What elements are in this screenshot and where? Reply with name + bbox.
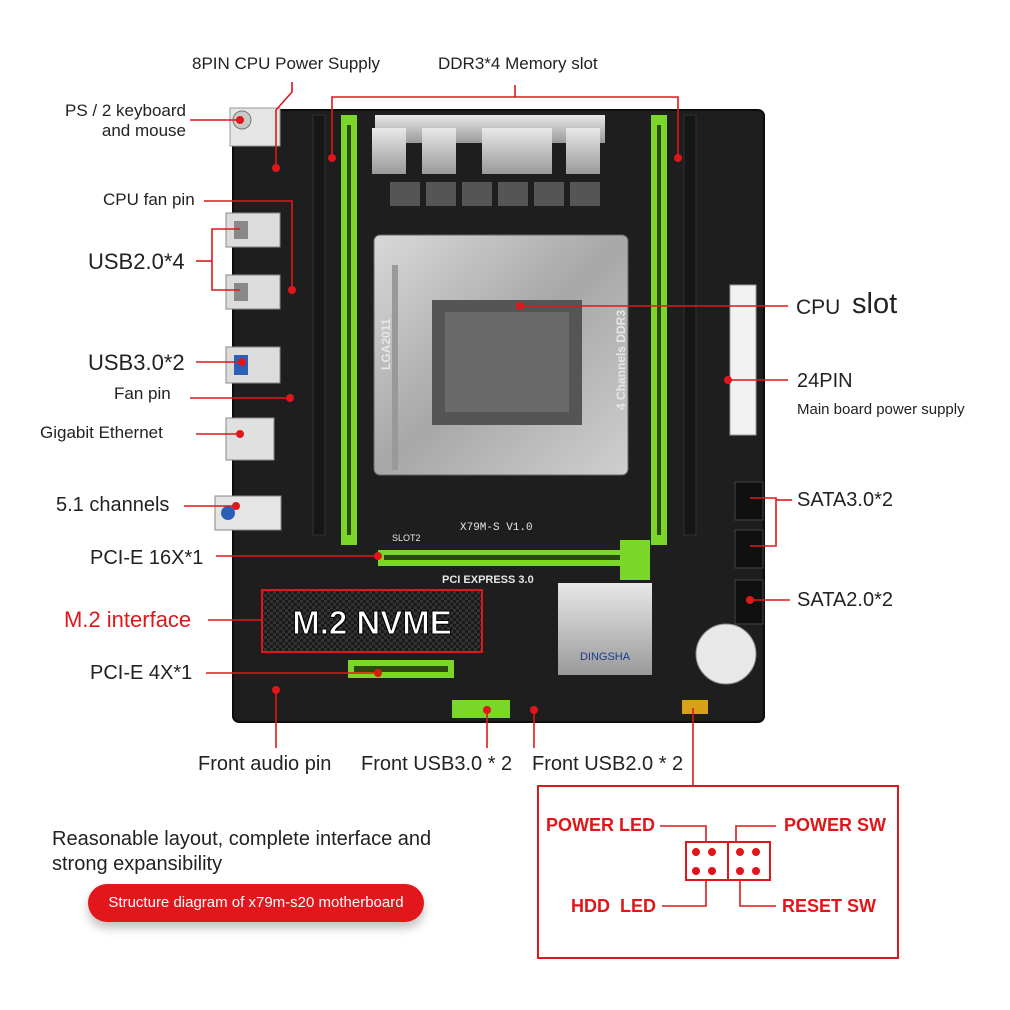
svg-text:LGA2011: LGA2011	[379, 318, 393, 370]
label-ethernet: Gigabit Ethernet	[40, 423, 163, 442]
caption-line1: Reasonable layout, complete interface an…	[52, 828, 432, 850]
label-front-audio: Front audio pin	[198, 753, 332, 775]
chipset-heatsink: DINGSHA	[558, 583, 652, 675]
svg-text:PCI EXPRESS 3.0: PCI EXPRESS 3.0	[442, 574, 534, 586]
front-panel-detail	[537, 785, 899, 959]
atx-24pin-connector	[729, 284, 757, 436]
label-pcie4: PCI-E 4X*1	[90, 662, 193, 684]
dimm-slot	[683, 114, 697, 536]
label-fan-pin: Fan pin	[114, 384, 171, 403]
usb-port	[225, 212, 281, 248]
label-pcie16: PCI-E 16X*1	[90, 547, 204, 569]
sata-port	[734, 529, 764, 569]
vrm-area	[372, 115, 605, 206]
svg-text:SLOT2: SLOT2	[392, 533, 421, 543]
svg-text:X79M-S V1.0: X79M-S V1.0	[460, 522, 533, 534]
label-front-usb3: Front USB3.0 * 2	[361, 753, 513, 775]
svg-text:DINGSHA: DINGSHA	[580, 651, 631, 663]
label-m2: M.2 interface	[64, 607, 192, 632]
label-ps2-line1: PS / 2 keyboard	[65, 101, 186, 120]
label-24pin-sub: Main board power supply	[797, 401, 965, 418]
label-sata3: SATA3.0*2	[797, 489, 893, 511]
label-cpu-slot-a: CPU	[796, 296, 841, 319]
cmos-battery	[695, 623, 757, 685]
panel-power-led: POWER LED	[546, 815, 656, 835]
panel-reset-sw: RESET SW	[782, 896, 877, 916]
label-24pin: 24PIN	[797, 370, 853, 392]
sata-port	[734, 481, 764, 521]
lan-port	[225, 417, 275, 461]
caption-pill: Structure diagram of x79m-s20 motherboar…	[88, 884, 424, 922]
dimm-slot	[312, 114, 326, 536]
label-cpu-power: 8PIN CPU Power Supply	[192, 54, 381, 73]
rear-io-ports	[214, 107, 282, 531]
leader-lines	[184, 82, 792, 786]
m2-badge	[261, 589, 483, 653]
label-memory-slot: DDR3*4 Memory slot	[438, 54, 598, 73]
label-usb20: USB2.0*4	[88, 249, 185, 274]
label-front-usb2: Front USB2.0 * 2	[532, 753, 684, 775]
label-ps2-line2: and mouse	[101, 121, 186, 140]
svg-text:M.2 NVME: M.2 NVME	[292, 604, 452, 641]
cpu-socket	[373, 234, 629, 476]
label-audio: 5.1 channels	[56, 494, 170, 516]
panel-power-sw: POWER SW	[784, 815, 886, 835]
front-usb3-header	[452, 700, 510, 718]
dimm-slots	[312, 114, 697, 545]
svg-text:4 Channels DDR3: 4 Channels DDR3	[614, 310, 628, 410]
label-usb30: USB3.0*2	[88, 350, 185, 375]
panel-hdd-led: HDD LED	[571, 896, 656, 916]
label-cpu-fan: CPU fan pin	[103, 190, 195, 209]
front-panel-header	[682, 700, 708, 714]
label-cpu-slot-b: slot	[852, 288, 898, 320]
caption-line2: strong expansibility	[52, 853, 223, 875]
label-sata2: SATA2.0*2	[797, 589, 893, 611]
